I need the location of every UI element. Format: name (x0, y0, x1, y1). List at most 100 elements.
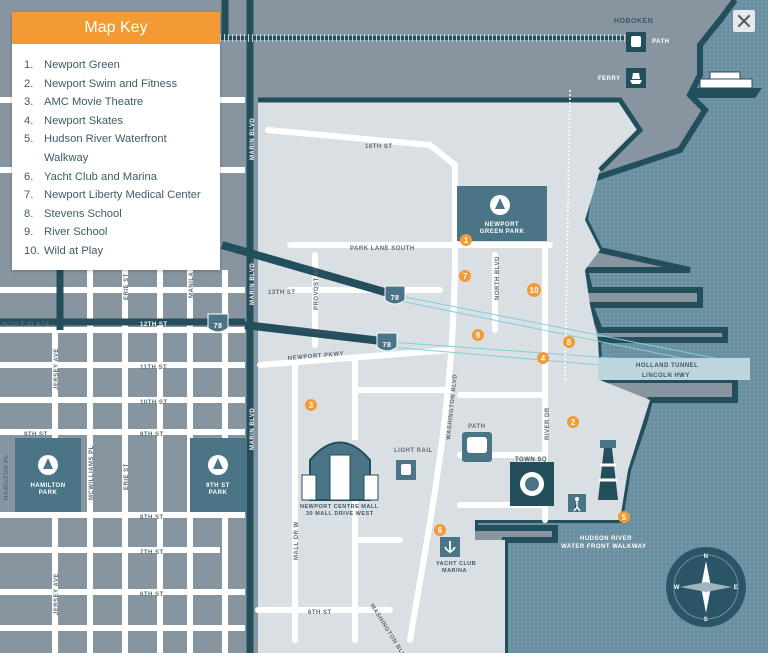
newport-pkwy-label: NEWPORT PKWY (288, 351, 345, 362)
map-key-number: 1. (24, 59, 34, 71)
lincoln-hwy-east-label: LINCOLN HWY (642, 373, 690, 379)
hudson-river (475, 0, 768, 653)
map-key-item[interactable]: 10.Wild at Play (24, 242, 220, 261)
marker-5-number: 5 (622, 513, 627, 522)
map-key-item[interactable]: 2. Newport Swim and Fitness (24, 75, 220, 94)
9th-st-label: 9TH ST (24, 432, 48, 438)
mall-address-label: 30 MALL DRIVE WEST (306, 511, 374, 517)
map-key-label: River School (44, 226, 108, 239)
map-key-list: 1. Newport Green 2. Newport Swim and Fitne… (12, 44, 220, 261)
map-key-item[interactable]: 6.Yacht Club and Marina (24, 168, 220, 187)
map-labels: HOBOKEN PATH FERRY 16TH ST PARK LANE SOU… (2, 18, 698, 653)
marker-1-number: 1 (464, 236, 469, 245)
marker-6[interactable]: 6 (434, 524, 446, 536)
route-78-number: 78 (391, 295, 400, 302)
map-key-item[interactable]: 9.River School (24, 223, 220, 242)
town-square-label: TOWN SQ (515, 457, 547, 463)
mcwilliams-label: MCWILLIAMS PL (89, 445, 95, 500)
town-square-icon[interactable] (510, 462, 554, 506)
map-key-item[interactable]: 1. Newport Green (24, 56, 220, 75)
map-key-number: 6. (24, 170, 34, 183)
9th-st-label: 9TH ST (140, 432, 164, 438)
newport-green-label: NEWPORT (485, 222, 519, 228)
light-rail-icon[interactable] (396, 460, 416, 480)
hamilton-park-label: HAMILTON (30, 483, 65, 489)
map-key-item[interactable]: 8.Stevens School (24, 205, 220, 224)
ninth-st-park-label: 9TH ST (206, 483, 230, 489)
ferry-boat-icon (690, 71, 762, 98)
marker-7-number: 7 (463, 272, 468, 281)
route-78-shield: 78 (207, 313, 229, 333)
12th-st-label: 12TH ST (140, 322, 168, 328)
marina-label: MARINA (442, 568, 467, 574)
marker-8-number: 8 (567, 338, 572, 347)
map-key-item[interactable]: 4.Newport Skates (24, 112, 220, 131)
marin-blvd-label: MARIN BLVD (250, 408, 256, 450)
ferry-label: FERRY (598, 76, 621, 82)
hoboken-label: HOBOKEN (614, 18, 653, 25)
path-train-icon[interactable] (462, 432, 492, 462)
13th-st-label: 13TH ST (268, 290, 296, 296)
river-dr-label: RIVER DR (545, 407, 551, 440)
close-button[interactable] (733, 10, 755, 32)
marin-blvd-label: MARIN BLVD (250, 263, 256, 305)
map-key-number: 7. (24, 189, 34, 202)
newport-green-label-2: GREEN PARK (480, 229, 525, 235)
marker-6-number: 6 (438, 526, 443, 535)
marker-8[interactable]: 8 (563, 336, 575, 348)
jersey-ave-label: JERSEY AVE (54, 348, 60, 390)
map-key-label: Newport Green (44, 59, 120, 71)
marker-10[interactable]: 10 (527, 283, 541, 297)
marker-4[interactable]: 4 (537, 352, 549, 364)
marker-10-number: 10 (530, 286, 539, 295)
8th-st-label: 8TH ST (140, 515, 164, 521)
walkway-label: HUDSON RIVER (580, 536, 632, 542)
newport-centre-mall-icon[interactable] (300, 440, 380, 501)
16th-st-label: 16TH ST (365, 144, 393, 150)
walkway-icon[interactable] (568, 494, 586, 512)
light-rail-label: LIGHT RAIL (394, 448, 433, 454)
map-key-item[interactable]: 7.Newport Liberty Medical Center (24, 186, 220, 205)
tree-icon (490, 195, 510, 215)
north-blvd-label: NORTH BLVD (495, 256, 501, 300)
mall-dr-label: MALL DR W (294, 521, 300, 560)
route-78-number: 78 (214, 323, 223, 330)
6th-st-label: 6TH ST (140, 592, 164, 598)
compass-e: E (734, 585, 739, 591)
path-label: PATH (652, 39, 669, 45)
marker-2[interactable]: 2 (567, 416, 579, 428)
map-key-number: 4. (24, 114, 34, 127)
map-key-number: 2. (24, 77, 34, 90)
hoboken-path-icon[interactable] (626, 32, 646, 52)
map-key-label: AMC Movie Theatre (44, 96, 144, 109)
11th-st-label: 11TH ST (140, 365, 167, 371)
path-station-label: PATH (468, 424, 485, 430)
6th-st-label: 6TH ST (308, 610, 332, 616)
erie-st-label: ERIE ST (124, 273, 130, 300)
anchor-icon[interactable] (440, 537, 460, 557)
marker-7[interactable]: 7 (459, 270, 471, 282)
route-78-shield: 78 (376, 332, 398, 352)
map-key-item[interactable]: 3.AMC Movie Theatre (24, 93, 220, 112)
holland-tunnel-label: HOLLAND TUNNEL (636, 363, 698, 369)
provost-label: PROVOST ST (314, 266, 320, 310)
marker-9[interactable]: 9 (472, 329, 484, 341)
boyle-plaza-label: BOYLE PLAZA (2, 322, 50, 328)
marker-3[interactable]: 3 (305, 399, 317, 411)
compass-n: N (704, 554, 709, 560)
map-key-label: Newport Swim and Fitness (44, 77, 178, 90)
marker-9-number: 9 (476, 331, 481, 340)
map-key-title: Map Key (12, 12, 220, 44)
jersey-ave-label: JERSEY AVE (54, 573, 60, 615)
manila-label: MANILA (189, 272, 195, 298)
marker-1[interactable]: 1 (460, 234, 472, 246)
compass-rose: N S E W (666, 547, 746, 627)
map-key-item[interactable]: 5.Hudson River Waterfront Walkway (24, 130, 220, 167)
ferry-icon[interactable] (626, 68, 646, 88)
map-key-panel: Map Key 1. Newport Green 2. Newport Swim a… (12, 12, 220, 270)
tree-icon (38, 455, 58, 475)
ninth-st-park-label-2: PARK (209, 490, 228, 496)
marker-5[interactable]: 5 (618, 511, 630, 523)
lighthouse-icon (598, 440, 618, 500)
